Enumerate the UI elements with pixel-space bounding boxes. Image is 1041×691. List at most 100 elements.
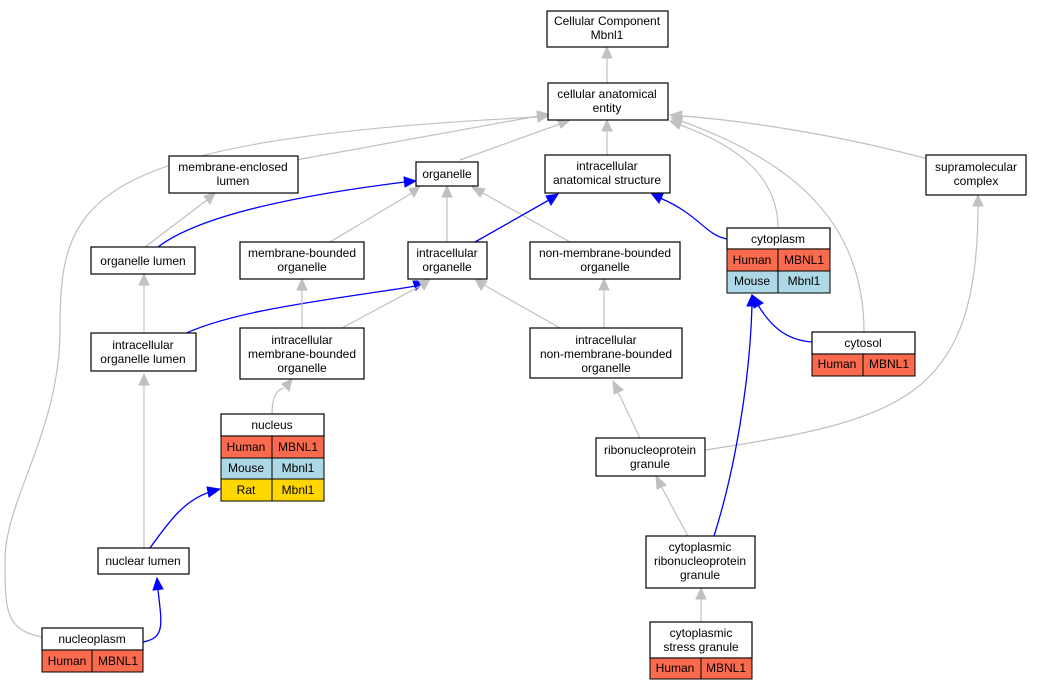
node-label-line: membrane-bounded [248, 347, 356, 361]
node-label-line: intracellular [112, 338, 173, 352]
edge-arrowhead [138, 372, 150, 386]
go-node-intracellular-organelle-lumen[interactable]: intracellular organelle lumen [90, 332, 197, 372]
node-label-line: cytoplasm [751, 232, 805, 246]
node-label-line: non-membrane-bounded [540, 347, 672, 361]
go-node-non-membrane-bounded-organelle[interactable]: non-membrane-bounded organelle [529, 241, 681, 280]
edge-part-of [142, 589, 162, 643]
annotation-row-human: Human MBNL1 [811, 353, 916, 377]
node-label-line: membrane-bounded [248, 246, 356, 260]
edge-arrowhead [601, 45, 613, 59]
go-node-organelle-lumen[interactable]: organelle lumen [90, 246, 196, 275]
node-label-line: granule [630, 457, 670, 471]
edge-part-of [659, 197, 728, 240]
node-label-line: organelle [277, 260, 327, 274]
edge-is-a [483, 284, 561, 329]
node-label-line: organelle [581, 361, 631, 375]
edge-arrowhead [695, 586, 707, 600]
node-label-line: granule [680, 568, 720, 582]
go-node-membrane-enclosed-lumen[interactable]: membrane-enclosed lumen [168, 155, 299, 194]
edge-arrowhead [601, 118, 613, 132]
gene-label: MBNL1 [784, 253, 824, 267]
edge-is-a [679, 124, 779, 229]
go-node-ribonucleoprotein-granule[interactable]: ribonucleoprotein granule [595, 437, 706, 477]
go-node-intracellular-organelle[interactable]: intracellular organelle [407, 241, 488, 280]
edge-arrowhead [655, 474, 667, 490]
go-node-cytoplasmic-ribonucleoprotein-granule[interactable]: cytoplasmic ribonucleoprotein granule [645, 535, 756, 589]
gene-label: MBNL1 [869, 357, 909, 371]
gene-label: MBNL1 [278, 440, 318, 454]
annotation-row-rat: Rat Mbnl1 [220, 478, 325, 502]
node-label-line: intracellular [576, 159, 637, 173]
node-label-line: anatomical structure [553, 173, 661, 187]
species-label: Human [227, 440, 266, 454]
edge-is-a [144, 199, 208, 248]
edge-is-a [459, 123, 561, 161]
node-label-line: cytosol [844, 336, 881, 350]
edge-arrowhead [408, 185, 422, 198]
edge-arrowhead [403, 176, 418, 188]
species-label: Rat [237, 483, 256, 497]
gene-label: Mbnl1 [282, 483, 315, 497]
edge-is-a [4, 116, 539, 638]
edge-arrowhead [598, 277, 610, 291]
edge-is-a [660, 485, 689, 537]
annotation-row-human: Human MBNL1 [41, 649, 144, 673]
go-node-intracellular-non-membrane-bounded-organelle[interactable]: intracellular non-membrane-bounded organ… [529, 327, 683, 379]
go-node-organelle[interactable]: organelle [415, 161, 479, 187]
node-label-line: organelle [422, 260, 472, 274]
node-label-line: organelle [422, 167, 472, 181]
edge-is-a [295, 115, 539, 161]
go-node-cellular-component-root[interactable]: Cellular Component Mbnl1 [546, 10, 669, 48]
gene-label: MBNL1 [706, 661, 746, 675]
node-label-line: intracellular [575, 333, 636, 347]
edge-arrowhead [138, 272, 150, 286]
node-label-line: intracellular [271, 333, 332, 347]
go-node-nucleus[interactable]: nucleus Human MBNL1 Mouse Mbnl1 Rat Mbnl… [220, 413, 325, 502]
go-node-intracellular-membrane-bounded-organelle[interactable]: intracellular membrane-bounded organelle [239, 327, 365, 380]
node-label-line: nucleoplasm [58, 632, 125, 646]
edge-arrowhead [746, 293, 758, 307]
edge-is-a [617, 391, 641, 439]
node-label-line: complex [954, 174, 999, 188]
species-label: Mouse [228, 461, 264, 475]
go-node-cytoplasm[interactable]: cytoplasm Human MBNL1 Mouse Mbnl1 [726, 227, 831, 294]
edge-arrowhead [972, 193, 984, 207]
go-node-cytosol[interactable]: cytosol Human MBNL1 [811, 331, 916, 377]
edge-part-of [713, 304, 753, 537]
go-node-membrane-bounded-organelle[interactable]: membrane-bounded organelle [239, 241, 365, 280]
node-label-line: entity [593, 101, 622, 115]
go-node-intracellular-anatomical-structure[interactable]: intracellular anatomical structure [544, 154, 671, 194]
go-node-nucleoplasm[interactable]: nucleoplasm Human MBNL1 [41, 627, 144, 673]
edge-part-of [177, 285, 417, 338]
go-node-supramolecular-complex[interactable]: supramolecular complex [925, 154, 1027, 196]
annotation-row-human: Human MBNL1 [726, 248, 831, 272]
node-label-line: membrane-enclosed [178, 160, 287, 174]
node-label-line: nuclear lumen [105, 554, 180, 568]
edge-is-a [680, 120, 865, 333]
go-node-nuclear-lumen[interactable]: nuclear lumen [97, 547, 190, 575]
edge-arrowhead [545, 193, 560, 206]
edge-arrowhead [669, 115, 684, 126]
node-label-line: supramolecular [935, 160, 1017, 174]
node-label-line: organelle [580, 260, 630, 274]
edge-arrowhead [536, 111, 550, 123]
edge-arrowhead [470, 186, 486, 198]
species-label: Human [656, 661, 695, 675]
node-label-line: organelle lumen [100, 254, 185, 268]
edge-is-a [341, 284, 423, 329]
node-label-line: lumen [217, 174, 250, 188]
edge-is-a [704, 204, 979, 451]
edge-arrowhead [649, 192, 664, 204]
node-label-line: cytoplasmic [669, 540, 732, 554]
node-label-line: stress granule [663, 640, 739, 654]
edges [4, 45, 984, 643]
go-node-cytoplasmic-stress-granule[interactable]: cytoplasmic stress granule Human MBNL1 [649, 621, 753, 680]
go-node-cellular-anatomical-entity[interactable]: cellular anatomical entity [547, 82, 669, 121]
nodes: Cellular Component Mbnl1 cellular anatom… [41, 10, 1027, 680]
species-label: Human [733, 253, 772, 267]
node-label-line: Cellular Component [554, 14, 661, 28]
edge-arrowhead [281, 378, 293, 392]
node-label-line: cellular anatomical [557, 87, 656, 101]
edge-part-of [149, 491, 211, 549]
